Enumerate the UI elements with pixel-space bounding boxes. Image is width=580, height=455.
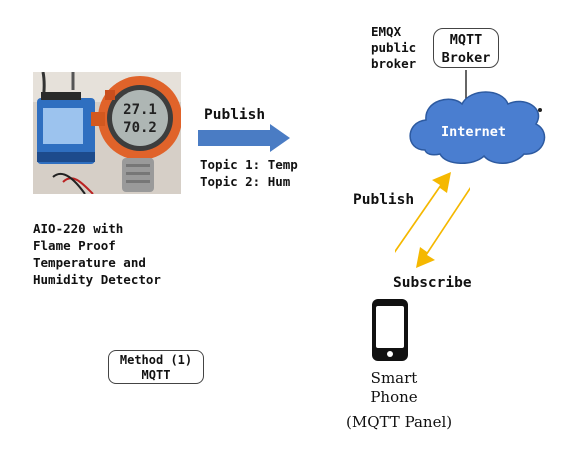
smartphone-icon [371,298,409,362]
broker-name: EMQX public broker [371,24,416,72]
device-label: AIO-220 with Flame Proof Temperature and… [33,220,161,288]
topic-item: Topic 1: Temp [200,157,298,172]
method-box: Method (1) MQTT [108,350,204,384]
reading-temp: 27.1 [123,102,157,118]
phone-label-line: Smart [370,369,418,387]
device-label-line: Flame Proof [33,238,116,253]
publish-up-arrow [395,172,451,253]
broker-name-line: public [371,40,417,55]
method-line: MQTT [141,368,171,382]
internet-label: Internet [441,124,507,140]
device-label-line: Humidity Detector [33,272,161,287]
subscribe-down-arrow [416,187,470,268]
mqtt-broker-box: MQTT Broker [433,28,499,68]
device-photo: 27.1 70.2 [33,72,181,194]
device-label-line: AIO-220 with [33,221,124,236]
method-line: Method (1) [119,353,193,367]
subscribe-label: Subscribe [393,275,472,291]
topic-item: Topic 2: Hum [200,174,291,189]
publish-label: Publish [204,107,266,123]
publish-arrow [198,124,290,152]
broker-name-line: EMQX [371,24,402,39]
broker-name-line: broker [371,56,417,71]
topics-list: Topic 1: Temp Topic 2: Hum [200,156,298,190]
phone-label: Smart Phone [364,369,424,407]
phone-app-label: (MQTT Panel) [346,413,453,431]
device-label-line: Temperature and [33,255,146,270]
broker-box-line: Broker [441,50,491,66]
broker-box-line: MQTT [449,32,483,48]
phone-label-line: Phone [370,388,418,406]
publish-right-label: Publish [353,192,415,208]
internet-cloud [409,91,546,164]
reading-hum: 70.2 [123,120,157,136]
